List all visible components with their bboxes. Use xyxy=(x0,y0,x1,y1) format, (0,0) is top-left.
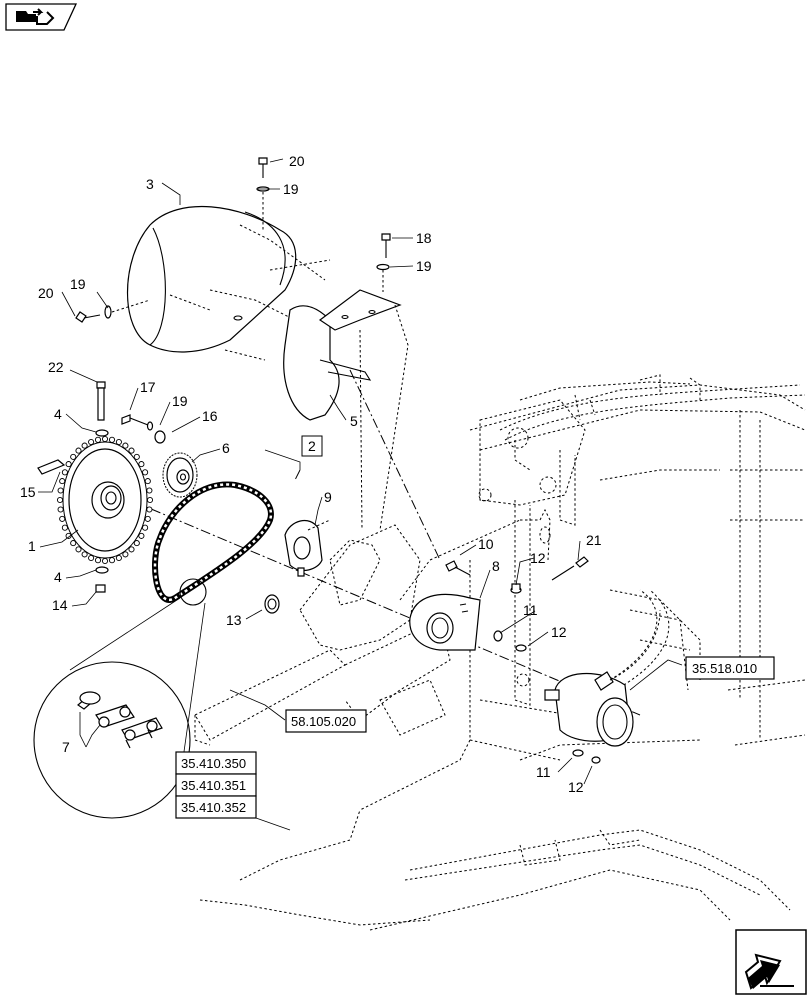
small-sprocket xyxy=(162,452,198,498)
callout-20: 20 xyxy=(38,285,54,301)
callout-10: 10 xyxy=(478,536,494,552)
ref-label: 35.518.010 xyxy=(692,661,757,676)
callout-22: 22 xyxy=(48,359,64,375)
large-sprocket xyxy=(56,435,154,565)
ref-label: 35.410.350 xyxy=(181,756,246,771)
callout-20: 20 xyxy=(289,153,305,169)
ref-35-410-350[interactable]: 35.410.350 xyxy=(175,751,257,775)
guard-bolt-left xyxy=(75,299,151,323)
spacer-plate xyxy=(264,519,331,614)
callout-15: 15 xyxy=(20,484,36,500)
sprocket-guard xyxy=(127,205,331,361)
callout-8: 8 xyxy=(492,558,500,574)
callout-3: 3 xyxy=(146,176,154,192)
callout-12: 12 xyxy=(568,779,584,795)
callout-19: 19 xyxy=(283,181,299,197)
ref-label: 35.410.351 xyxy=(181,778,246,793)
ref-35-518-010[interactable]: 35.518.010 xyxy=(685,656,775,680)
callout-16: 16 xyxy=(202,408,218,424)
sprocket-bolt xyxy=(121,414,166,444)
ref-label: 58.105.020 xyxy=(291,714,356,729)
ref-label: 35.410.352 xyxy=(181,800,246,815)
machine-frame xyxy=(199,374,806,931)
roller-chain xyxy=(152,481,274,606)
callout-13: 13 xyxy=(226,612,242,628)
callout-1: 1 xyxy=(28,538,36,554)
callout-19: 19 xyxy=(70,276,86,292)
callout-12: 12 xyxy=(530,550,546,566)
ref-35-410-351[interactable]: 35.410.351 xyxy=(175,773,257,797)
callout-12: 12 xyxy=(551,624,567,640)
callout-2: 2 xyxy=(308,438,316,454)
tension-rod xyxy=(539,508,551,561)
callout-17: 17 xyxy=(140,379,156,395)
folder-forward-icon xyxy=(16,8,55,25)
callout-21: 21 xyxy=(586,532,602,548)
callout-2-box: 2 xyxy=(301,435,323,457)
center-axis xyxy=(117,369,641,716)
callout-labels: 20 19 3 18 19 19 20 22 17 19 4 16 6 5 15… xyxy=(20,153,602,795)
next-page-button[interactable] xyxy=(735,929,807,995)
hydraulic-motor xyxy=(544,609,661,747)
callout-18: 18 xyxy=(416,230,432,246)
next-page-arrow-icon xyxy=(744,953,794,990)
callout-6: 6 xyxy=(222,440,230,456)
callout-4: 4 xyxy=(54,569,62,585)
callout-4: 4 xyxy=(54,406,62,422)
shaft-key xyxy=(37,459,66,475)
callout-9: 9 xyxy=(324,489,332,505)
chain-link-detail xyxy=(33,597,206,819)
folder-forward-button[interactable] xyxy=(5,3,78,31)
callout-19: 19 xyxy=(172,393,188,409)
callout-11: 11 xyxy=(523,602,538,618)
guard-bracket xyxy=(283,289,409,531)
callout-11: 11 xyxy=(536,764,551,780)
ref-35-410-352[interactable]: 35.410.352 xyxy=(175,795,257,819)
shaft-bolt xyxy=(95,381,109,593)
callout-7: 7 xyxy=(62,739,70,755)
ref-58-105-020[interactable]: 58.105.020 xyxy=(285,709,367,733)
support-beam xyxy=(194,619,451,746)
callout-14: 14 xyxy=(52,597,68,613)
leader-lines xyxy=(38,158,683,831)
callout-5: 5 xyxy=(350,413,358,429)
bracket-bolts xyxy=(445,556,601,764)
callout-19: 19 xyxy=(416,258,432,274)
tensioner-bracket xyxy=(409,593,481,651)
